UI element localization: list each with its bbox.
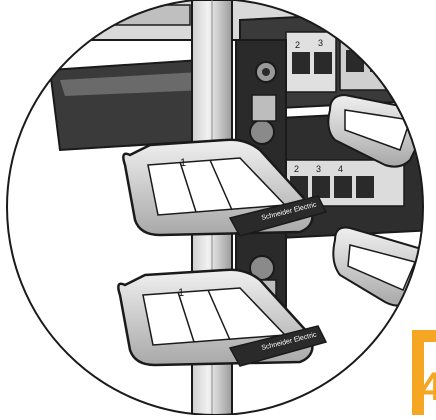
- port-label-top-2: 3: [318, 38, 323, 48]
- ring-number-lower: 1: [178, 287, 184, 299]
- cable-ring-front-upper: 1 Schneider Electric: [122, 138, 328, 237]
- corner-accent-glyph: 4: [412, 330, 436, 415]
- ring-strap-upper: [228, 195, 328, 237]
- port-label-mid-1: 2: [294, 164, 299, 174]
- cable-ring-front-lower: 1 Schneider Electric: [117, 268, 328, 367]
- port-label-top-1: 2: [295, 40, 300, 50]
- ring-strap-lower: [228, 325, 328, 367]
- port-label-mid-2: 3: [316, 164, 321, 174]
- ring-number-upper: 1: [180, 157, 186, 169]
- corner-glyph-text: 4: [420, 365, 436, 409]
- port-label-mid-3: 4: [338, 164, 343, 174]
